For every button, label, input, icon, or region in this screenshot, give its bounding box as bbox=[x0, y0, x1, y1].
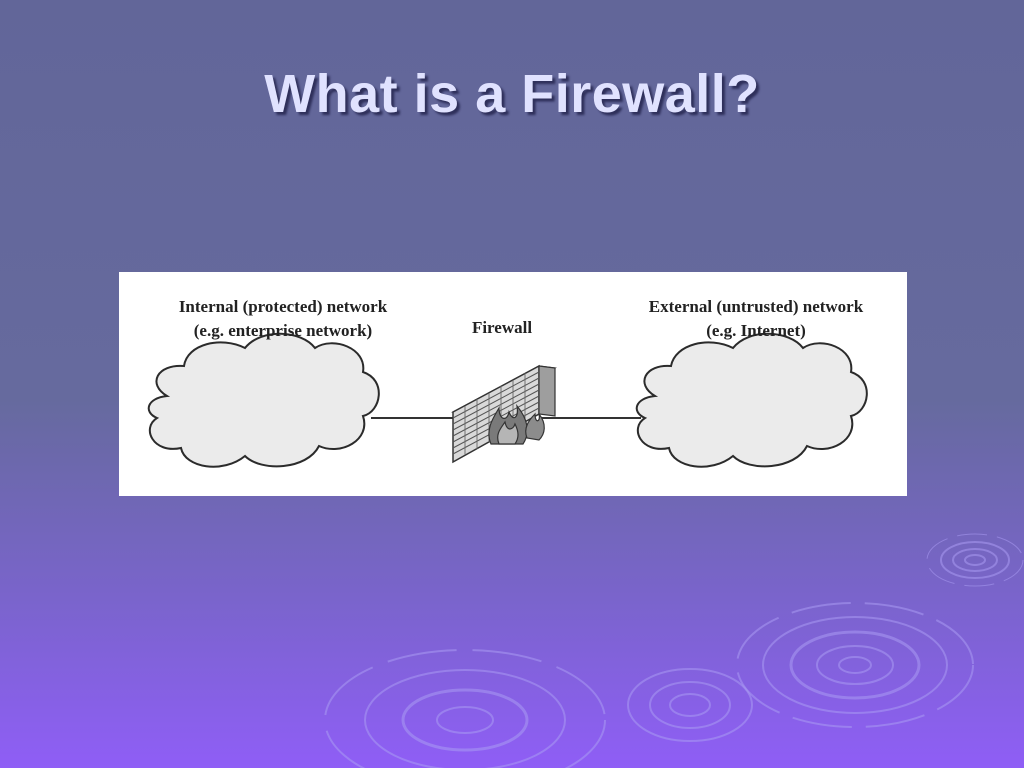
external-network-label-line1: External (untrusted) network bbox=[649, 297, 864, 316]
external-network-label-line2: (e.g. Internet) bbox=[706, 321, 806, 340]
fire-icon bbox=[488, 403, 545, 445]
firewall-label: Firewall bbox=[472, 318, 532, 337]
slide-title: What is a Firewall? bbox=[264, 64, 760, 124]
internal-network-label-line1: Internal (protected) network bbox=[179, 297, 388, 316]
diagram-canvas: Internal (protected) network (e.g. enter… bbox=[147, 297, 868, 468]
firewall-diagram: Internal (protected) network (e.g. enter… bbox=[119, 272, 907, 496]
internal-network-cloud bbox=[147, 332, 380, 468]
external-network-cloud bbox=[635, 332, 868, 468]
internal-network-label-line2: (e.g. enterprise network) bbox=[194, 321, 372, 340]
